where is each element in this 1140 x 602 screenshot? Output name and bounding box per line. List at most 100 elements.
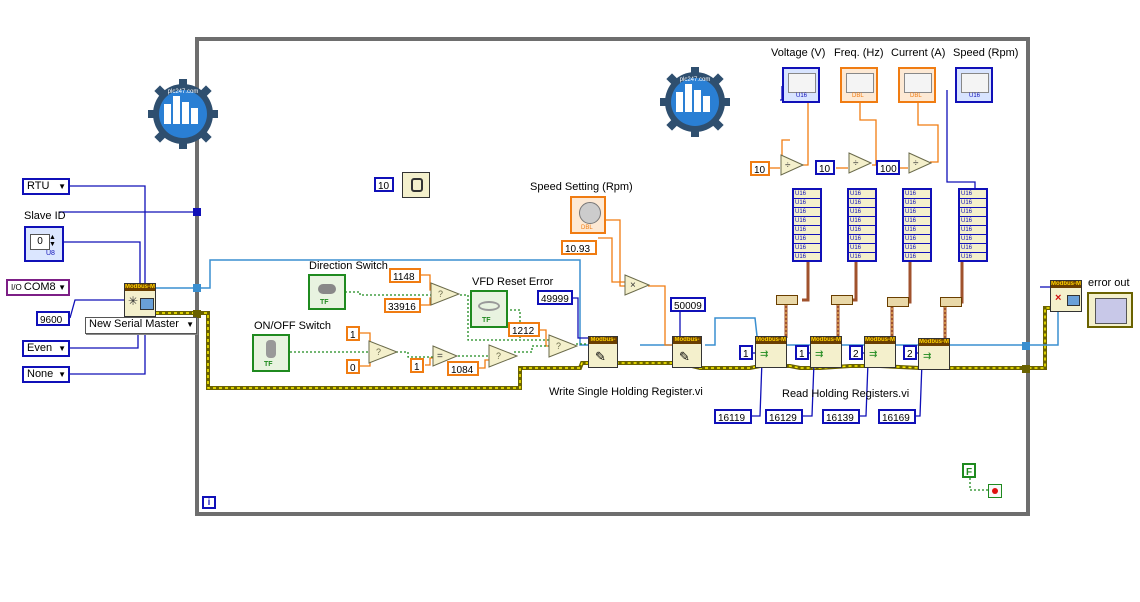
dbl-type-tag: DBL (852, 93, 864, 99)
select-function-icon[interactable]: ? (548, 334, 578, 358)
stop-false-constant[interactable]: F (962, 463, 976, 478)
array-index-node[interactable] (887, 297, 909, 307)
speed-setting-label: Speed Setting (Rpm) (530, 181, 633, 193)
wait-ms-constant[interactable]: 10 (374, 177, 394, 192)
array-element-cell: U16 (794, 208, 820, 217)
array-element-cell: U16 (904, 208, 930, 217)
register-address-4[interactable]: 16169 (878, 409, 916, 424)
modbus-serial-master-vi[interactable]: Modbus-M ✳ (124, 283, 156, 317)
read-icon: ⇉ (923, 351, 932, 362)
divide-function-icon[interactable]: ÷ (908, 152, 932, 174)
speed-setting-knob-terminal[interactable]: DBL (570, 196, 606, 234)
read-count-1[interactable]: 1 (739, 345, 753, 360)
speed-chart-terminal[interactable]: U16 (955, 67, 993, 103)
speed-scale-constant[interactable]: 10.93 (561, 240, 597, 255)
parity-ring[interactable]: Even▼ (22, 340, 70, 357)
reset-error-constant[interactable]: 1212 (508, 322, 540, 337)
io-icon: I/O (11, 283, 24, 292)
error-out-indicator[interactable] (1087, 292, 1133, 328)
svg-text:?: ? (376, 347, 381, 357)
com-port-ring[interactable]: I/O COM8▼ (6, 279, 70, 296)
array-index-node[interactable] (831, 295, 853, 305)
onoff-false-constant[interactable]: 0 (346, 359, 360, 374)
voltage-chart-terminal[interactable]: U16 (782, 67, 820, 103)
stop-terminal[interactable] (988, 484, 1002, 498)
freq-chart-terminal[interactable]: DBL (840, 67, 878, 103)
read-count-3[interactable]: 2 (849, 345, 863, 360)
select-function-icon[interactable]: ? (488, 344, 518, 368)
register-address-1[interactable]: 16119 (714, 409, 752, 424)
equal-function-icon[interactable]: = (432, 345, 458, 367)
dropdown-arrow-icon: ▼ (58, 344, 66, 353)
read-count-4[interactable]: 2 (903, 345, 917, 360)
serial-port-icon (1067, 295, 1080, 306)
error-out-label: error out (1088, 277, 1130, 289)
current-chart-terminal[interactable]: DBL (898, 67, 936, 103)
register-address-2[interactable]: 16129 (765, 409, 803, 424)
slave-id-value[interactable]: 0 (30, 234, 50, 250)
multiply-function-icon[interactable]: × (624, 274, 650, 296)
modbus-header: Modbus-M (589, 337, 617, 344)
write-address-1[interactable]: 49999 (537, 290, 573, 305)
serial-master-polymorphic-selector[interactable]: New Serial Master▼ (85, 317, 197, 334)
direction-switch-terminal[interactable]: TF (308, 274, 346, 310)
onoff-true-constant[interactable]: 1 (346, 326, 360, 341)
current-divisor[interactable]: 100 (876, 160, 900, 175)
write-single-holding-register-vi[interactable]: Modbus-M ✎ (588, 336, 618, 368)
onoff-switch-terminal[interactable]: TF (252, 334, 290, 372)
read-holding-registers-vi-3[interactable]: Modbus-M ⇉ (864, 336, 896, 368)
close-modbus-vi[interactable]: Modbus-M × (1050, 280, 1082, 312)
dropdown-arrow-icon: ▼ (58, 370, 66, 379)
direction-false-constant[interactable]: 33916 (384, 298, 421, 313)
read-count-2[interactable]: 1 (795, 345, 809, 360)
array-element-cell: U16 (904, 190, 930, 199)
direction-true-constant[interactable]: 1148 (389, 268, 421, 283)
array-element-cell: U16 (849, 226, 875, 235)
flow-control-ring[interactable]: None▼ (22, 366, 70, 383)
select-function-icon[interactable]: ? (430, 282, 460, 306)
read-holding-registers-vi-2[interactable]: Modbus-M ⇉ (810, 336, 842, 368)
divide-function-icon[interactable]: ÷ (780, 154, 804, 176)
mode-ring[interactable]: RTU▼ (22, 178, 70, 195)
freq-divisor[interactable]: 10 (815, 160, 835, 175)
array-element-cell: U16 (849, 199, 875, 208)
array-element-cell: U16 (849, 217, 875, 226)
vfd-reset-button-terminal[interactable]: TF (470, 290, 508, 328)
array-element-cell: U16 (794, 235, 820, 244)
modbus-header: Modbus-M (919, 339, 949, 346)
svg-text:?: ? (556, 341, 561, 351)
divide-function-icon[interactable]: ÷ (848, 152, 872, 174)
write-single-holding-register-vi-2[interactable]: Modbus-M ✎ (672, 336, 702, 368)
array-element-cell: U16 (960, 190, 986, 199)
read-holding-registers-vi-1[interactable]: Modbus-M ⇉ (755, 336, 787, 368)
increment-arrows-icon[interactable]: ▲▼ (49, 234, 56, 248)
wait-ms-function[interactable] (402, 172, 430, 198)
push-button-icon (478, 301, 500, 311)
baud-constant[interactable]: 9600 (36, 311, 70, 326)
compare-constant[interactable]: 1 (410, 358, 424, 373)
select-function-icon[interactable]: ? (368, 340, 398, 364)
modbus-header: Modbus-M (1051, 281, 1081, 288)
dbl-type-tag: DBL (910, 93, 922, 99)
read-holding-registers-vi-4[interactable]: Modbus-M ⇉ (918, 338, 950, 370)
speed-label: Speed (Rpm) (953, 47, 1019, 59)
array-element-cell: U16 (849, 253, 875, 262)
voltage-divisor[interactable]: 10 (750, 161, 770, 176)
while-loop-frame (195, 37, 1030, 516)
array-element-cell: U16 (794, 217, 820, 226)
modbus-header: Modbus-M (125, 284, 155, 291)
slave-id-control[interactable]: 0 ▲▼ U8 (24, 226, 64, 262)
register-address-3[interactable]: 16139 (822, 409, 860, 424)
write-address-2[interactable]: 50009 (670, 297, 706, 312)
clock-icon (411, 178, 423, 192)
array-index-node[interactable] (776, 295, 798, 305)
read-icon: ⇉ (869, 349, 878, 360)
svg-text:÷: ÷ (913, 158, 919, 169)
reset-value-constant[interactable]: 1084 (447, 361, 479, 376)
array-index-node[interactable] (940, 297, 962, 307)
svg-text:=: = (437, 351, 443, 362)
